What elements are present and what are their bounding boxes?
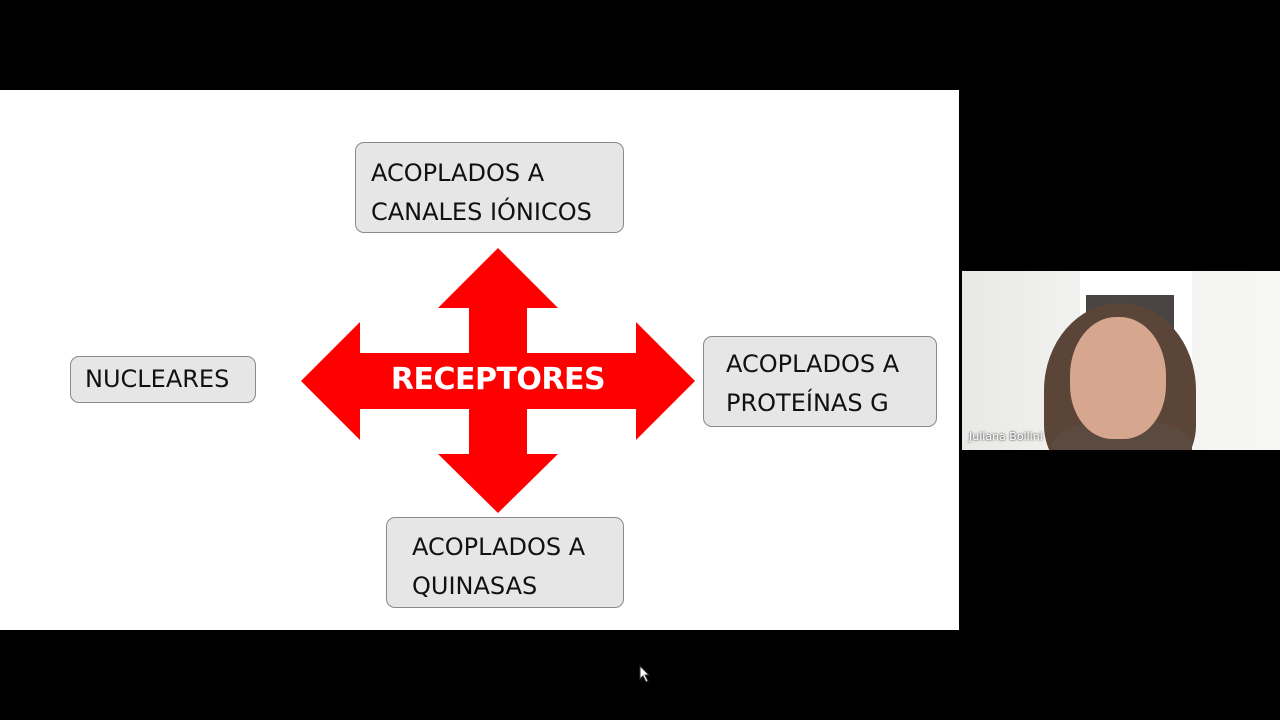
- box-nuclear-receptors: NUCLEARES: [70, 356, 256, 403]
- mouse-pointer-icon: [639, 665, 651, 683]
- box-kinase-receptors: ACOPLADOS A QUINASAS: [386, 517, 624, 608]
- participant-name-label: Juliana Bollini: [969, 430, 1043, 443]
- box-g-protein-receptors: ACOPLADOS A PROTEÍNAS G: [703, 336, 937, 427]
- participant-video-tile[interactable]: Juliana Bollini: [962, 271, 1280, 450]
- four-way-arrow-icon: [301, 248, 695, 513]
- participant-face: [1070, 317, 1166, 439]
- box-ion-channel-receptors: ACOPLADOS A CANALES IÓNICOS: [355, 142, 624, 233]
- four-way-arrow-shape: [301, 248, 695, 513]
- shared-slide: ACOPLADOS A CANALES IÓNICOS NUCLEARES AC…: [0, 90, 959, 683]
- receptores-label: RECEPTORES: [390, 362, 606, 397]
